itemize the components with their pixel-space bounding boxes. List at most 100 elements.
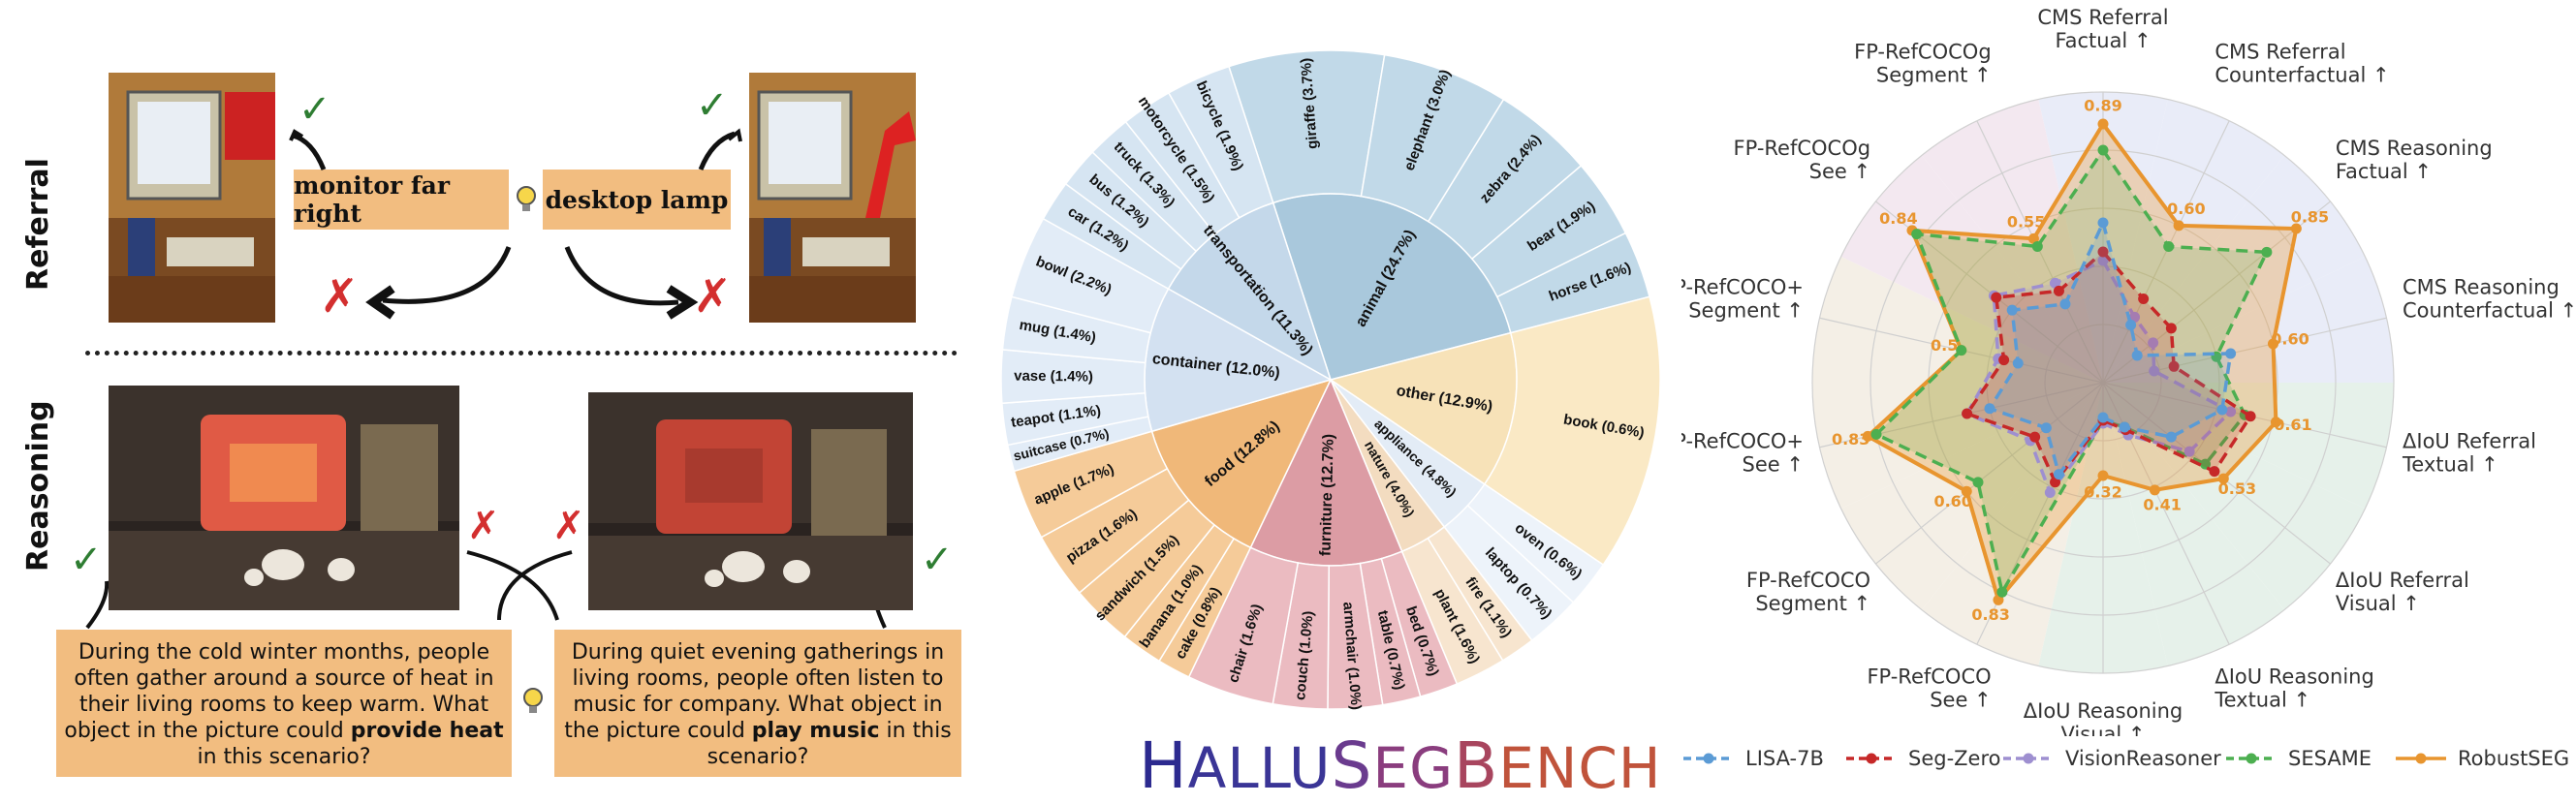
reasoning-query-music: During quiet evening gatherings in livin… — [554, 630, 961, 777]
legend-label: SESAME — [2288, 747, 2372, 770]
check-icon: ✓ — [921, 538, 954, 582]
category-sunburst: giraffe (3.7%)elephant (3.0%)zebra (2.4%… — [1000, 49, 1661, 711]
radar-value-label: 0.41 — [2143, 496, 2181, 514]
radar-point — [2097, 118, 2109, 130]
stove-photo-left — [109, 386, 459, 610]
radar-series-SESAME — [1873, 146, 2270, 597]
radar-point — [1984, 403, 1995, 415]
radar-point — [2097, 412, 2109, 423]
radar-point — [2261, 246, 2273, 258]
lightbulb-icon — [521, 686, 545, 717]
radar-value-label: 0.53 — [2218, 479, 2256, 498]
radar-point — [2012, 357, 2024, 369]
sunburst-outer-label: giraffe (3.7%) — [1298, 57, 1321, 149]
radar-point — [1911, 229, 1923, 240]
radar-point — [1996, 586, 2008, 598]
sunburst-outer-label: vase (1.4%) — [1014, 368, 1093, 386]
radar-point — [1998, 355, 2010, 366]
radar-point — [2006, 304, 2018, 316]
radar-point — [2138, 294, 2150, 305]
radar-value-label: 0.83 — [1832, 430, 1869, 448]
check-icon: ✓ — [696, 83, 729, 128]
radar-point — [1956, 345, 1967, 356]
radar-point — [2059, 298, 2071, 310]
legend-item-Seg-Zero: Seg-Zero — [1844, 747, 2000, 770]
radar-point — [1962, 408, 1973, 419]
radar-point — [1870, 428, 1882, 440]
cross-icon: ✗ — [693, 269, 733, 324]
radar-background-sector — [2103, 256, 2394, 383]
cross-icon: ✗ — [320, 269, 360, 324]
radar-value-label: 0.85 — [2291, 207, 2329, 226]
radar-value-label: 0.60 — [1933, 492, 1971, 510]
radar-value-label: 0.83 — [1971, 605, 2009, 624]
legend-label: Seg-Zero — [1908, 747, 2001, 770]
radar-point — [2097, 246, 2109, 258]
section-divider — [85, 351, 958, 356]
radar-point — [2053, 469, 2064, 480]
radar-background-sector — [1921, 99, 2103, 383]
radar-legend: LISA-7B Seg-Zero VisionReasoner SESAME Robus… — [1681, 747, 2576, 780]
radar-point — [2125, 320, 2137, 331]
radar-point — [2209, 466, 2220, 478]
radar-background-sector — [1812, 383, 2103, 510]
radar-point — [2097, 144, 2109, 156]
radar-point — [2097, 470, 2109, 481]
radar-point — [2225, 348, 2237, 359]
radar-point — [1961, 485, 1972, 497]
desk-photo-right — [749, 73, 916, 323]
cross-icon: ✗ — [552, 504, 585, 548]
radar-point — [2165, 431, 2177, 443]
radar-point — [2149, 484, 2160, 496]
legend-label: LISA-7B — [1745, 747, 1824, 770]
desk-photo-left — [109, 73, 275, 323]
legend-item-VisionReasoner: VisionReasoner — [2001, 747, 2221, 770]
legend-swatch — [2396, 753, 2446, 764]
radar-point — [2290, 223, 2302, 234]
radar-point — [2044, 487, 2056, 499]
radar-point — [1991, 292, 2002, 303]
radar-point — [2216, 404, 2228, 416]
radar-point — [2183, 446, 2195, 457]
referral-tag-monitor: monitor far right — [294, 170, 509, 230]
radar-spoke — [1976, 120, 2104, 384]
radar-value-label: 0.55 — [2007, 213, 2045, 232]
legend-swatch — [2003, 753, 2054, 764]
legend-swatch — [1846, 753, 1897, 764]
sunburst-inner-label: furniture (12.7%) — [1318, 434, 1337, 557]
radar-background-sector — [1840, 155, 2103, 383]
radar-axis-label: FP-RefCOCO+See ↑ — [1681, 430, 1804, 477]
legend-label: RobustSEG — [2458, 747, 2570, 770]
sunburst-outer-slice — [1167, 65, 1274, 219]
example-arrows — [85, 128, 887, 630]
radar-point — [2053, 285, 2064, 296]
radar-point — [1972, 477, 1984, 488]
radar-point — [2148, 337, 2159, 349]
radar-point — [2031, 240, 2043, 252]
radar-point — [2097, 217, 2109, 229]
stove-photo-right — [588, 392, 913, 610]
radar-point — [2097, 255, 2109, 266]
legend-label: VisionReasoner — [2065, 747, 2221, 770]
radar-point — [2029, 431, 2041, 443]
radar-background-sector — [2103, 99, 2285, 383]
legend-swatch — [1683, 753, 1734, 764]
radar-spoke — [2102, 120, 2230, 384]
radar-value-label: 0.61 — [2274, 416, 2311, 434]
legend-item-RobustSEG: RobustSEG — [2394, 747, 2569, 770]
radar-value-label: 0.60 — [2271, 329, 2309, 348]
radar-point — [2119, 421, 2130, 433]
radar-point — [1862, 430, 1873, 442]
brand-logo: HALLUSEGBENCH — [1139, 728, 1662, 803]
examples-panel: Referral Reasoning monitor far right des… — [0, 0, 979, 804]
radar-point — [2225, 406, 2237, 417]
radar-background-sector — [2103, 383, 2394, 510]
radar-point — [2168, 360, 2180, 372]
